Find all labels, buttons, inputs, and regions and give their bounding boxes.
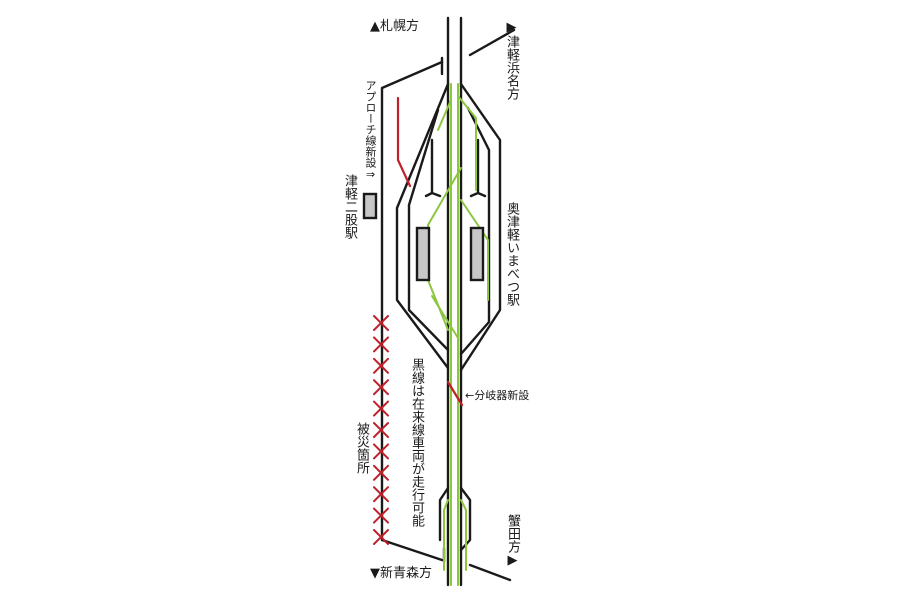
green-cross-4 (431, 295, 459, 339)
label-damage-site: 被災箇所 (354, 422, 369, 474)
new-tracks (396, 96, 464, 407)
dead-end-right (469, 138, 487, 198)
label-sapporo: ▲札幌方 (370, 19, 419, 34)
damage-cross (373, 443, 389, 460)
existing-tracks (380, 16, 516, 587)
shinkansen-tracks (427, 83, 489, 586)
label-black-line-note: 黒線は在来線車両が走行可能 (409, 358, 424, 527)
platform-okutsugaru-right (469, 226, 485, 282)
dead-end-left (424, 138, 442, 198)
platforms (362, 192, 485, 282)
damage-cross (373, 486, 389, 503)
damage-cross (373, 422, 389, 438)
label-tsugaru-hamana: ▶津軽浜名方 (504, 20, 519, 100)
kanita-branch (468, 563, 512, 582)
station-inner-right (459, 106, 491, 356)
new-switch (446, 380, 464, 407)
label-approach: アプローチ線新設⇒ (364, 80, 377, 181)
green-bottom-right (460, 499, 467, 571)
green-cross-5 (460, 199, 489, 301)
damage-marks (373, 315, 389, 545)
damage-cross (373, 379, 389, 396)
damage-cross (373, 529, 389, 545)
label-new-switch: ←分岐器新設 (465, 389, 530, 402)
damage-cross (373, 507, 389, 524)
bottom-outer-left (438, 486, 450, 542)
platform-okutsugaru-left (415, 226, 431, 282)
station-inner-left (407, 108, 450, 352)
damage-cross (373, 400, 389, 417)
green-bottom (443, 499, 449, 571)
damage-cross (373, 336, 389, 353)
damage-cross (373, 464, 389, 481)
label-okutsugaru-station: 奥津軽いまべつ駅 (504, 202, 519, 306)
green-cross-2 (457, 95, 477, 191)
platform-futamata (362, 192, 378, 220)
green-cross-1 (437, 99, 452, 131)
branch-tsugaru-hamana (468, 28, 516, 57)
station-outer-right (459, 82, 502, 372)
label-shin-aomori: ▼新青森方 (370, 566, 432, 581)
conventional-line-bottom (380, 538, 444, 562)
station-outer-left (395, 82, 450, 370)
damage-cross (373, 357, 389, 374)
label-futamata-station: 津軽二股駅 (342, 174, 357, 239)
label-kanita: 蟹田方▶ (505, 514, 520, 568)
approach-line-new (396, 96, 412, 188)
damage-cross (373, 315, 389, 331)
